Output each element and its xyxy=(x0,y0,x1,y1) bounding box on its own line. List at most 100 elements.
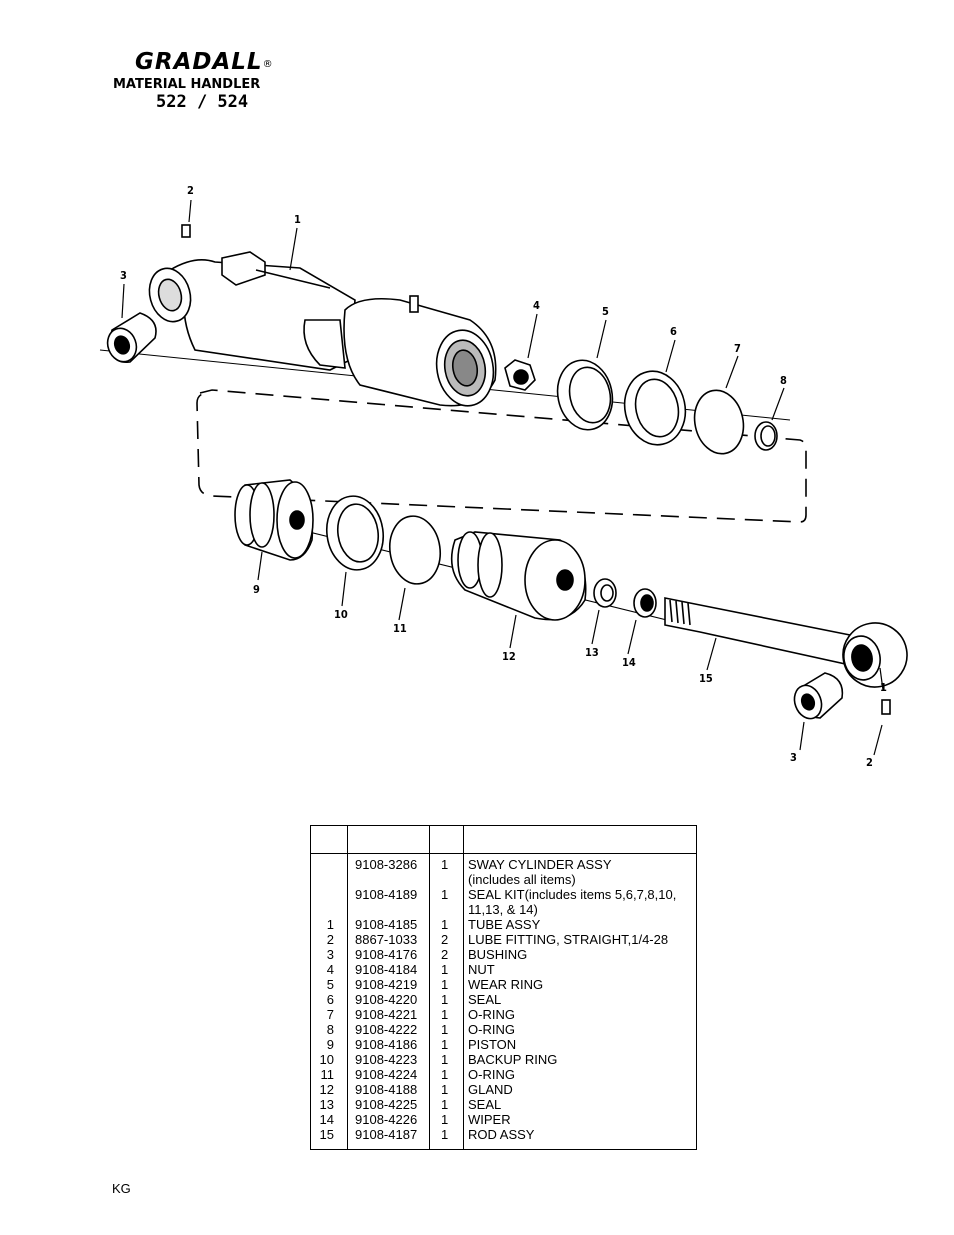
description: 11,13, & 14) xyxy=(468,902,538,917)
part-number: 9108-4189 xyxy=(355,887,418,902)
description: ROD ASSY xyxy=(468,1127,535,1142)
o-ring-11 xyxy=(388,515,442,585)
callout-15: 15 xyxy=(699,672,713,685)
brand-model: 522 / 524 xyxy=(156,92,249,112)
part-number: 9108-3286 xyxy=(355,857,418,872)
callout-8: 8 xyxy=(780,374,787,387)
callout-10: 10 xyxy=(334,608,348,621)
quantity: 1 xyxy=(441,887,449,902)
callout-4: 4 xyxy=(533,299,540,312)
description: WEAR RING xyxy=(468,977,544,992)
callout-11: 11 xyxy=(393,622,407,635)
item-number: 9 xyxy=(326,1037,334,1052)
item-number: 5 xyxy=(326,977,334,992)
description: SEAL KIT(includes items 5,6,7,8,10, xyxy=(468,887,677,902)
leader-lines xyxy=(121,199,884,756)
description: GLAND xyxy=(468,1082,513,1097)
part-number: 9108-4176 xyxy=(355,947,418,962)
brand-subtitle: MATERIAL HANDLER xyxy=(113,77,261,92)
item-number: 7 xyxy=(326,1007,334,1022)
quantity: 1 xyxy=(441,1022,449,1037)
part-number: 9108-4225 xyxy=(355,1097,418,1112)
callout-9: 9 xyxy=(253,583,260,596)
nut xyxy=(504,359,536,391)
registered-mark: ® xyxy=(262,59,274,70)
parts-table: 9108-3286 1 SWAY CYLINDER ASSY(includes al… xyxy=(310,825,697,1150)
callout-6: 6 xyxy=(670,325,677,338)
description: BUSHING xyxy=(468,947,528,962)
description: SEAL xyxy=(468,992,502,1007)
bushing-lower xyxy=(793,672,844,720)
description: PISTON xyxy=(468,1037,517,1052)
part-number: 9108-4188 xyxy=(355,1082,418,1097)
callout-14: 14 xyxy=(622,656,636,669)
table-row: (includes all items) xyxy=(311,872,696,887)
description: SEAL xyxy=(468,1097,502,1112)
description: NUT xyxy=(468,962,495,977)
item-number: 15 xyxy=(319,1127,334,1142)
table-row: 9108-3286 1 SWAY CYLINDER ASSY xyxy=(311,857,696,872)
quantity: 1 xyxy=(441,917,449,932)
quantity: 1 xyxy=(441,1037,449,1052)
description: LUBE FITTING, STRAIGHT,1/4-28 xyxy=(468,932,669,947)
assembly-dashed-path xyxy=(196,389,807,523)
table-divider xyxy=(347,826,348,1149)
table-header-divider xyxy=(311,853,696,854)
part-number: 9108-4222 xyxy=(355,1022,418,1037)
description: BACKUP RING xyxy=(468,1052,558,1067)
part-number: 9108-4184 xyxy=(355,962,418,977)
item-number: 13 xyxy=(319,1097,334,1112)
description: (includes all items) xyxy=(468,872,576,887)
callout-1-upper: 1 xyxy=(294,213,301,226)
quantity: 1 xyxy=(441,857,449,872)
description: TUBE ASSY xyxy=(468,917,541,932)
table-row: 13 9108-4225 1 SEAL xyxy=(311,1097,696,1112)
quantity: 1 xyxy=(441,1097,449,1112)
piston xyxy=(234,479,314,561)
quantity: 1 xyxy=(441,1127,449,1142)
callout-3-upper: 3 xyxy=(120,269,127,282)
part-number: 9108-4226 xyxy=(355,1112,418,1127)
table-divider xyxy=(429,826,430,1149)
callout-2-lower: 2 xyxy=(866,756,873,769)
footer-code: KG xyxy=(112,1181,131,1196)
description: WIPER xyxy=(468,1112,511,1127)
quantity: 1 xyxy=(441,1007,449,1022)
table-row: 11,13, & 14) xyxy=(311,902,696,917)
part-number: 9108-4224 xyxy=(355,1067,418,1082)
callout-2-upper: 2 xyxy=(187,184,194,197)
wiper xyxy=(633,588,657,618)
lube-fitting-lower xyxy=(881,699,891,715)
table-row: 9108-4189 1 SEAL KIT(includes items 5,6,7,… xyxy=(311,887,696,902)
seal-13 xyxy=(593,578,617,608)
part-number: 9108-4221 xyxy=(355,1007,418,1022)
o-ring-7 xyxy=(693,389,745,455)
item-number: 14 xyxy=(319,1112,334,1127)
part-number: 9108-4185 xyxy=(355,917,418,932)
description: SWAY CYLINDER ASSY xyxy=(468,857,612,872)
callout-7: 7 xyxy=(734,342,741,355)
o-ring-8 xyxy=(754,421,778,451)
item-number: 8 xyxy=(326,1022,334,1037)
brand-logo-text: GRADALL xyxy=(135,49,263,75)
table-body: 9108-3286 1 SWAY CYLINDER ASSY(includes al… xyxy=(311,857,696,1142)
lube-fitting-upper xyxy=(181,224,191,238)
callout-1-lower: 1 xyxy=(880,681,887,694)
quantity: 1 xyxy=(441,1112,449,1127)
item-number: 6 xyxy=(326,992,334,1007)
callout-3-lower: 3 xyxy=(790,751,797,764)
quantity: 2 xyxy=(441,932,449,947)
description: O-RING xyxy=(468,1067,515,1082)
item-number: 3 xyxy=(326,947,334,962)
tube-assembly xyxy=(148,251,497,407)
